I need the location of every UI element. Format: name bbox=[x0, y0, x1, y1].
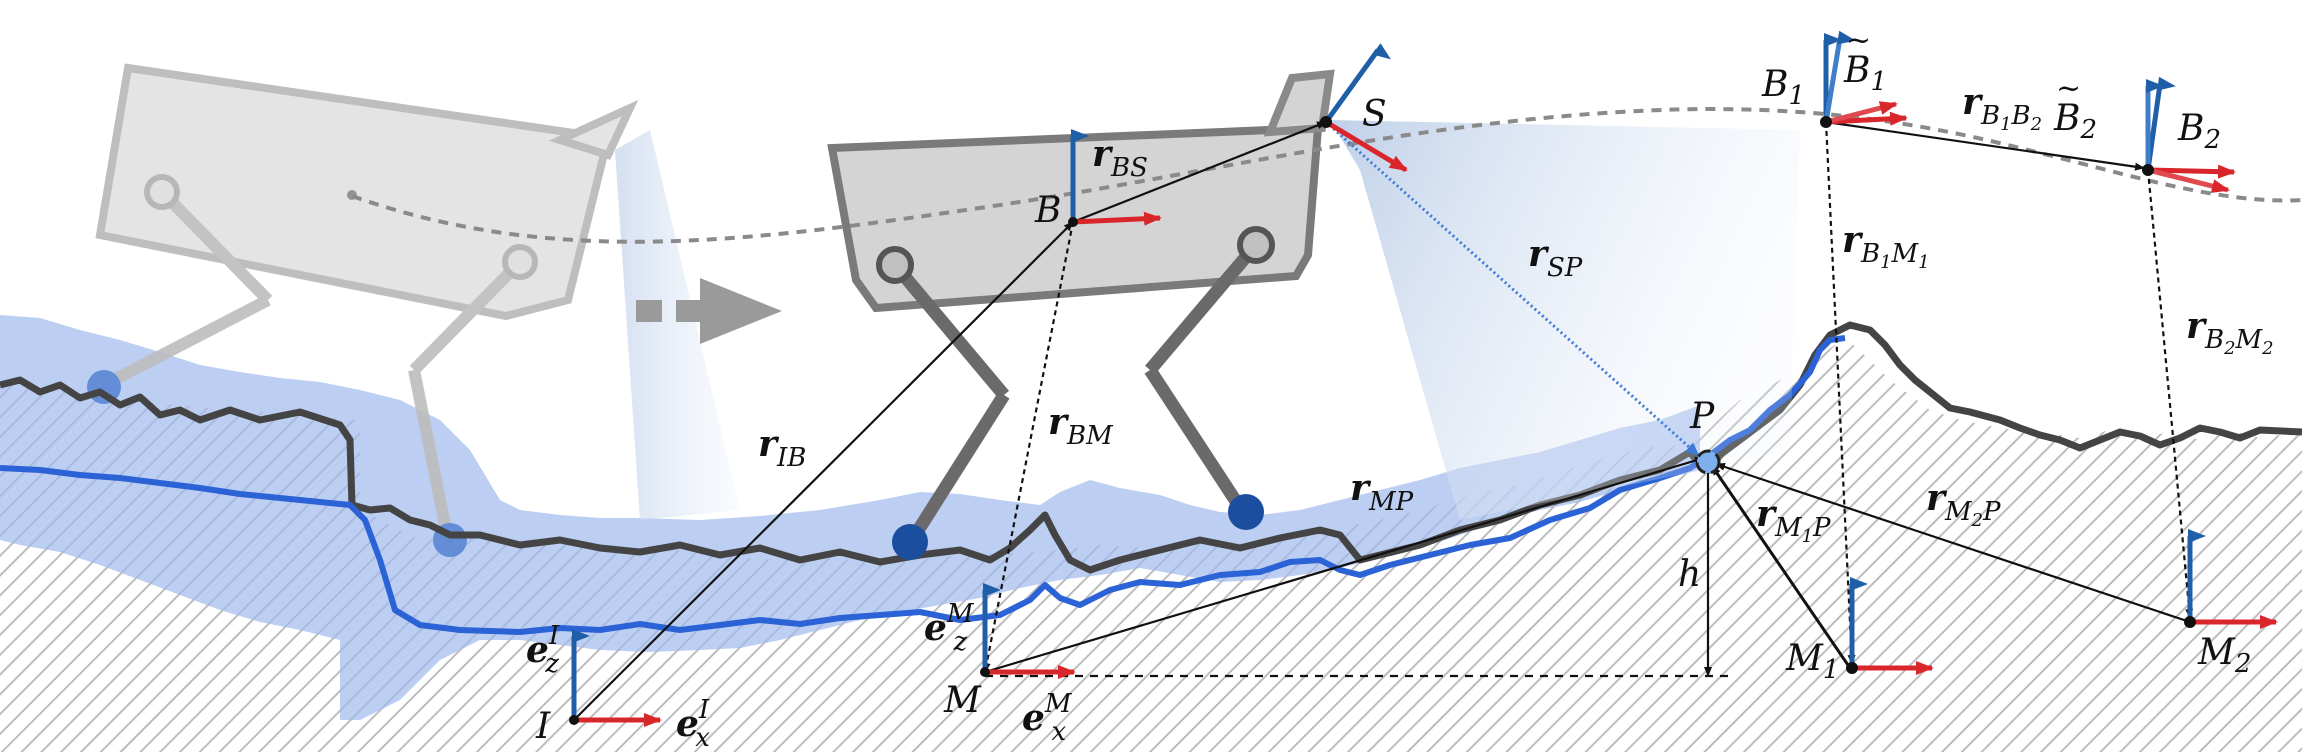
vector-r-B1M1 bbox=[1824, 121, 1856, 665]
motion-arrow-icon bbox=[636, 278, 782, 344]
robot-leg-front-lower bbox=[906, 391, 1010, 544]
label-B1: B1 bbox=[1761, 64, 1805, 111]
robot-previous-pose bbox=[87, 63, 740, 557]
label-S: S bbox=[1362, 94, 1387, 135]
point-M1 bbox=[1846, 662, 1858, 674]
beam-previous bbox=[615, 130, 740, 520]
label-r-M1P: rM1P bbox=[1756, 493, 1831, 547]
vector-r-M1P bbox=[1710, 465, 1852, 669]
vectors bbox=[573, 120, 2194, 721]
base-trajectory bbox=[351, 107, 2302, 244]
frame-M2 bbox=[2187, 529, 2278, 629]
point-B1 bbox=[1820, 116, 1832, 128]
robot-leg-hind-lower bbox=[1144, 366, 1249, 516]
frame-B2 bbox=[2145, 76, 2236, 193]
robot-foot-front bbox=[892, 524, 928, 560]
frame-M1 bbox=[1849, 577, 1934, 675]
label-r-B1B2: rB1B2 bbox=[1962, 81, 2042, 135]
vector-r-B1B2 bbox=[1825, 120, 2145, 171]
robot-ghost-leg-hind-lower bbox=[408, 368, 454, 542]
label-B1-tilde-mark: ~ bbox=[1846, 23, 1871, 58]
label-r-M2P: rM2P bbox=[1926, 477, 2001, 531]
robot-foot-hind bbox=[1228, 494, 1264, 530]
point-I bbox=[569, 715, 579, 725]
label-M2: M2 bbox=[2197, 632, 2251, 679]
frame-B1 bbox=[1823, 30, 1908, 126]
robot-ghost-leg-hind-upper bbox=[409, 257, 525, 375]
label-r-B1M1: rB1M1 bbox=[1842, 219, 1930, 273]
robot-ghost-leg-front-upper bbox=[157, 187, 273, 305]
label-B1-tilde: B1 bbox=[1843, 50, 1887, 97]
label-r-BM: rBM bbox=[1048, 401, 1114, 451]
label-B2-tilde: B2 bbox=[2053, 98, 2097, 145]
robot-ghost-head bbox=[548, 99, 639, 160]
vector-r-BS bbox=[1072, 120, 1327, 224]
labels: I M B S P h B1 B1 ~ B2 ~ B2 M1 M2 rBS rS… bbox=[526, 23, 2274, 752]
robot-ghost-hip-front bbox=[144, 174, 180, 210]
label-r-SP: rSP bbox=[1528, 233, 1583, 283]
label-r-BS: rBS bbox=[1092, 133, 1148, 183]
point-S bbox=[1320, 116, 1332, 128]
point-M bbox=[980, 667, 990, 677]
vector-r-BM bbox=[982, 221, 1075, 673]
robot-leg-hind-upper bbox=[1145, 240, 1261, 375]
label-M: M bbox=[943, 680, 982, 721]
vector-r-IB bbox=[573, 221, 1074, 721]
label-h: h bbox=[1678, 554, 1701, 595]
label-B2-tilde-mark: ~ bbox=[2056, 71, 2081, 106]
vector-r-SP bbox=[1324, 120, 1700, 457]
label-r-IB: rIB bbox=[758, 423, 806, 473]
label-B2: B2 bbox=[2177, 108, 2221, 155]
robot-leg-front-upper bbox=[890, 260, 1009, 400]
label-P: P bbox=[1689, 396, 1715, 437]
vector-r-M2P bbox=[1715, 462, 2191, 624]
point-P bbox=[1695, 449, 1721, 475]
terrain-true-surface bbox=[0, 321, 2302, 574]
point-B bbox=[1068, 217, 1078, 227]
frame-I bbox=[571, 629, 662, 727]
label-M1: M1 bbox=[1785, 638, 1839, 685]
label-r-B2M2: rB2M2 bbox=[2186, 305, 2274, 359]
vector-r-MP bbox=[984, 456, 1705, 674]
frame-S bbox=[1323, 43, 1408, 173]
label-r-MP: rMP bbox=[1350, 467, 1414, 517]
robot-hip-front bbox=[876, 246, 914, 284]
label-B: B bbox=[1034, 190, 1061, 231]
robot-hip-hind bbox=[1237, 226, 1275, 264]
frame-M bbox=[982, 583, 1076, 679]
robot-ghost-leg-front-lower bbox=[101, 294, 271, 391]
robot-ghost-hip-hind bbox=[502, 244, 538, 280]
frame-B bbox=[1070, 129, 1162, 226]
beam-current bbox=[1330, 120, 1800, 520]
point-M2 bbox=[2184, 616, 2196, 628]
vector-r-B2M2 bbox=[2146, 169, 2194, 619]
label-I: I bbox=[535, 706, 551, 747]
points bbox=[569, 116, 2196, 725]
point-B2 bbox=[2142, 164, 2154, 176]
